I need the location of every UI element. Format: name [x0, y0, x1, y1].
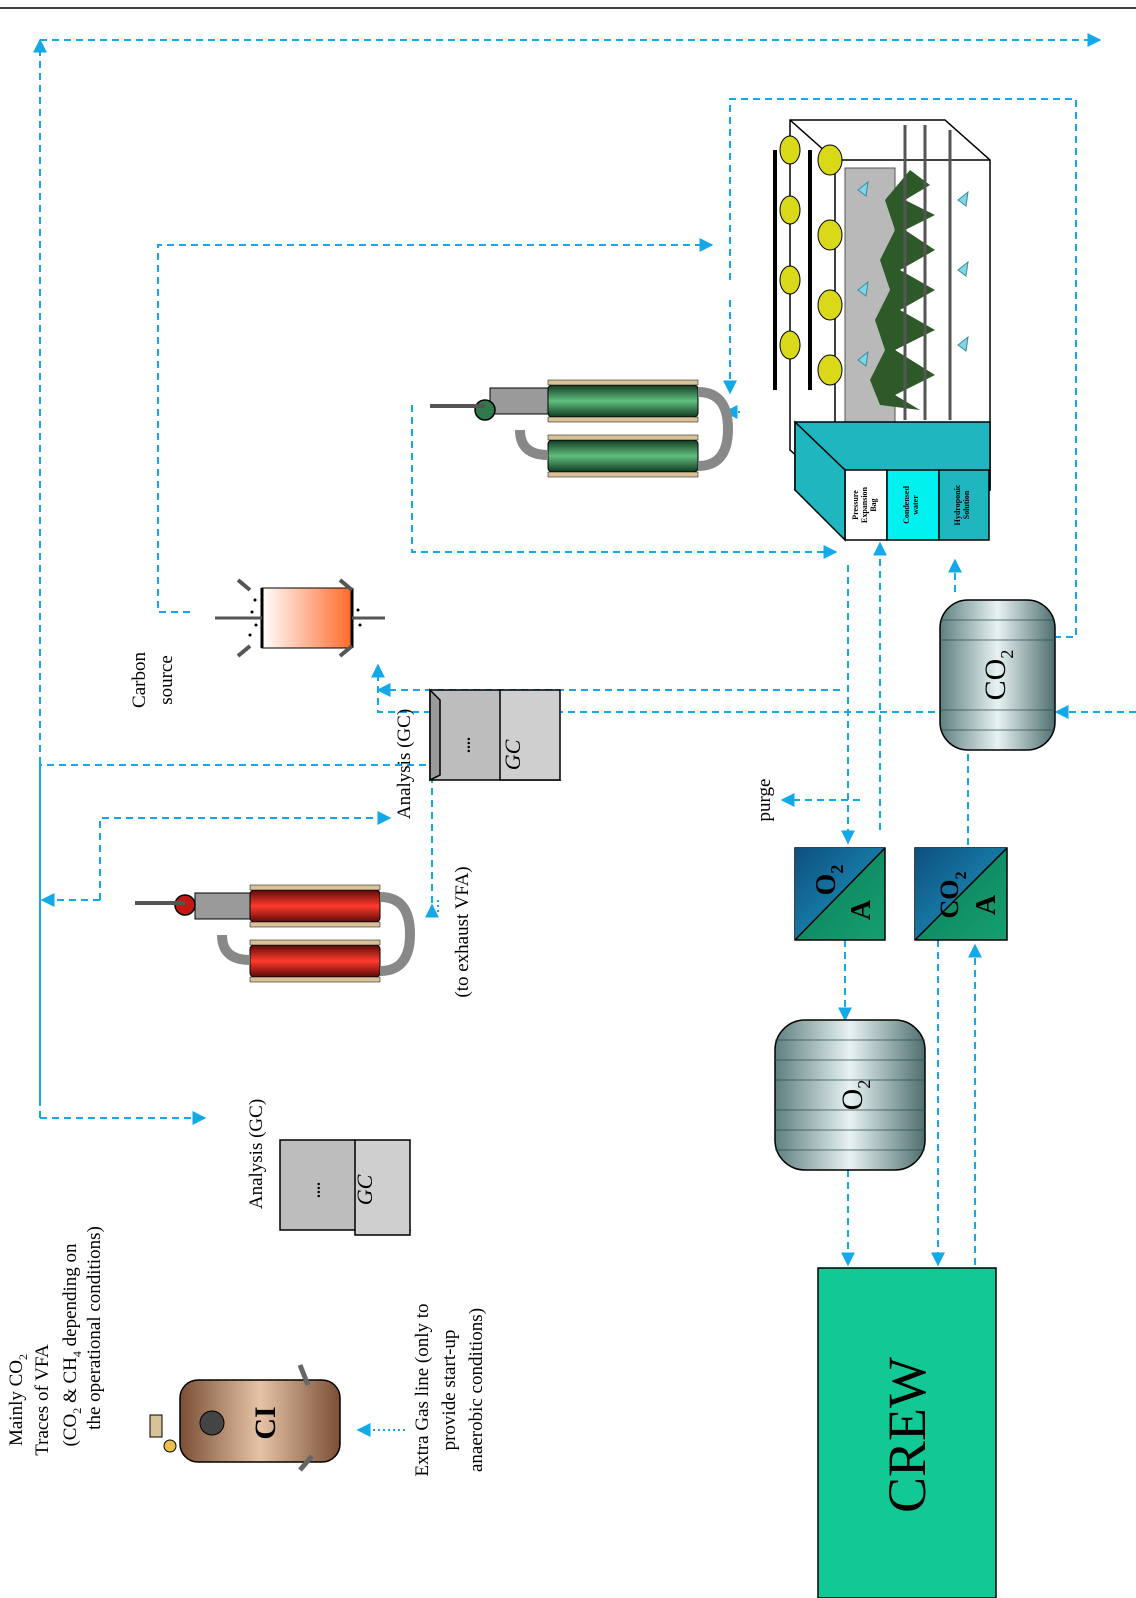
carbon-label-2: source	[156, 655, 177, 705]
hydroponic-label-1: Hydroponic	[953, 484, 962, 525]
svg-text:(CO2 & CH4 depending on: (CO2 & CH4 depending on	[60, 1243, 84, 1447]
co2a-a: A	[971, 894, 1002, 915]
gc-top-dots: ....	[457, 737, 474, 753]
extra-gas-line3: anaerobic conditions)	[466, 1308, 487, 1472]
co2-ch4-part1: (CO	[60, 1414, 81, 1447]
gc-bottom-label: GC	[352, 1174, 377, 1205]
condensed-label-2: water	[911, 495, 920, 515]
o2-tank-sub: 2	[854, 1080, 874, 1089]
pressure-label-1: Pressure	[851, 490, 860, 520]
o2-tank: O2	[775, 1020, 925, 1170]
svg-text:Mainly CO2: Mainly CO2	[6, 1354, 30, 1446]
o2a-a: A	[846, 899, 877, 920]
operational-conditions-label: the operational conditions)	[84, 1226, 105, 1430]
plant-chamber: Pressure Expansion Bag Condensed water H…	[775, 120, 990, 540]
crew-label: CREW	[877, 1357, 937, 1513]
o2a-o: O	[811, 874, 842, 896]
pressure-label-2: Expansion	[860, 486, 869, 523]
hydroponic-label-2: Solution	[962, 490, 971, 519]
mainly-co2-label: Mainly CO	[6, 1360, 27, 1446]
co2-ch4-part2: & CH	[60, 1357, 81, 1408]
gc-analyzer-top: .... GC	[430, 690, 560, 780]
analysis-gc-top-label: Analysis (GC)	[394, 709, 415, 819]
co2a-sub: 2	[953, 872, 970, 880]
carbon-label-1: Carbon	[129, 652, 150, 708]
analysis-gc-bottom-label: Analysis (GC)	[246, 1099, 267, 1209]
traces-vfa-label: Traces of VFA	[32, 1344, 53, 1456]
gc-top-label: GC	[500, 739, 525, 770]
o2-tank-label: O	[836, 1089, 869, 1111]
reactor-red	[135, 885, 410, 982]
gc-bottom-dots: ....	[307, 1182, 324, 1198]
o2-absorber: O2 A	[795, 848, 885, 940]
co2-ch4-part3: depending on	[60, 1243, 81, 1351]
ci-vessel: CI	[150, 1365, 340, 1470]
co2-tank-label: CO	[979, 659, 1012, 701]
reactor-green	[430, 380, 728, 477]
gc-analyzer-bottom: .... GC	[280, 1140, 410, 1235]
dotted-inlets	[358, 412, 740, 1430]
carbon-source-reactor	[215, 580, 385, 656]
co2-tank-sub: 2	[997, 650, 1017, 659]
crew-box: CREW	[818, 1268, 996, 1598]
pressure-label-3: Bag	[869, 498, 878, 511]
co2a-co: CO	[935, 880, 964, 919]
ci-label: CI	[249, 1406, 282, 1439]
extra-gas-line1: Extra Gas line (only to	[412, 1303, 433, 1476]
condensed-label-1: Condensed	[902, 486, 911, 524]
exhaust-vfa-label: (to exhaust VFA)	[452, 866, 473, 997]
o2a-sub: 2	[827, 865, 847, 874]
co2-absorber: CO2 A	[915, 848, 1007, 940]
co2-tank: CO2	[940, 600, 1055, 750]
purge-label: purge	[754, 779, 775, 822]
extra-gas-line2: provide start-up	[439, 1330, 460, 1451]
mainly-co2-sub: 2	[16, 1354, 30, 1360]
